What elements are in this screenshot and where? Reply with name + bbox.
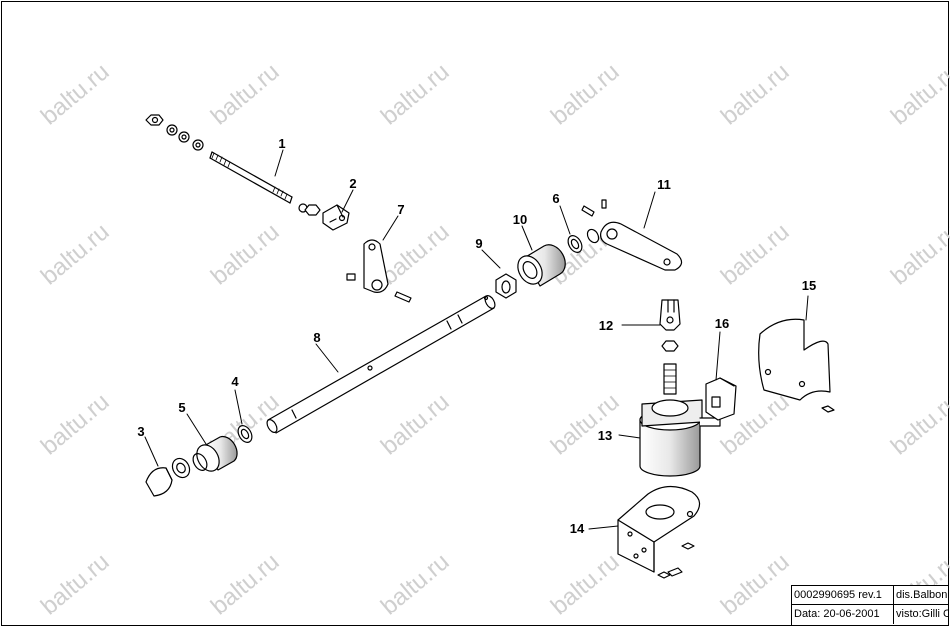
callout-10: 10	[513, 212, 527, 227]
callout-7: 7	[397, 202, 404, 217]
part-4-bearing	[237, 425, 253, 443]
part-10-sleeve	[517, 244, 566, 287]
checked-by: visto:Gilli C.	[896, 608, 948, 620]
leader-lines	[144, 149, 809, 530]
part-13-solenoid	[639, 363, 721, 477]
callout-1: 1	[278, 136, 285, 151]
watermark-text: baltu.ru	[886, 218, 950, 290]
part-16-connector	[705, 377, 737, 421]
part-15-cover	[758, 318, 835, 413]
watermark-text: baltu.ru	[546, 548, 625, 620]
watermark-text: baltu.ru	[546, 388, 625, 460]
watermark-text: baltu.ru	[36, 548, 115, 620]
part-5-bushing	[192, 435, 238, 472]
callout-2: 2	[349, 176, 356, 191]
watermark-text: baltu.ru	[206, 218, 285, 290]
part-2-clevis	[322, 204, 350, 231]
callout-12: 12	[599, 318, 613, 333]
callout-labels: 1 2 3 4 5 6 7 8 9 10 11 12 13 14 15 16	[137, 136, 816, 536]
watermark-text: baltu.ru	[36, 218, 115, 290]
callout-15: 15	[802, 278, 816, 293]
drawn-by: dis.Balboni	[894, 586, 948, 605]
part-6-washers	[567, 199, 607, 253]
callout-8: 8	[313, 330, 320, 345]
callout-11: 11	[657, 177, 671, 192]
watermark-text: baltu.ru	[546, 58, 625, 130]
part-2-nut	[298, 203, 321, 216]
callout-9: 9	[475, 236, 482, 251]
callout-3: 3	[137, 424, 144, 439]
title-block: 0002990695 rev.1 dis.Balboni Data: 20-06…	[791, 585, 949, 626]
watermark-text: baltu.ru	[376, 548, 455, 620]
drawing-number: 0002990695 rev.1	[792, 586, 894, 605]
part-8-shaft	[266, 295, 496, 434]
part-12-clevis	[659, 299, 681, 352]
watermark-text: baltu.ru	[886, 58, 950, 130]
watermark-text: baltu.ru	[886, 388, 950, 460]
callout-16: 16	[715, 316, 729, 331]
watermark-layer: baltu.ru baltu.ru baltu.ru baltu.ru baltu.ru…	[36, 58, 950, 620]
callout-5: 5	[178, 400, 185, 415]
watermark-text: baltu.ru	[206, 58, 285, 130]
watermark-text: baltu.ru	[376, 388, 455, 460]
part-14-bracket	[617, 485, 701, 579]
callout-4: 4	[231, 374, 239, 389]
watermark-text: baltu.ru	[36, 388, 115, 460]
watermark-text: baltu.ru	[376, 58, 455, 130]
part-7-lever	[346, 239, 412, 303]
callout-13: 13	[598, 428, 612, 443]
part-11-lever	[600, 221, 683, 271]
nut-washer-stack-top	[145, 114, 204, 151]
watermark-text: baltu.ru	[716, 58, 795, 130]
part-3-cap-nut	[145, 457, 191, 497]
watermark-text: baltu.ru	[206, 548, 285, 620]
callout-14: 14	[570, 521, 585, 536]
watermark-text: baltu.ru	[716, 218, 795, 290]
drawing-date: Data: 20-06-2001	[792, 605, 894, 624]
watermark-text: baltu.ru	[716, 548, 795, 620]
callout-6: 6	[552, 191, 559, 206]
part-1-threaded-rod	[209, 151, 293, 204]
watermark-text: baltu.ru	[36, 58, 115, 130]
part-9-nut	[495, 273, 517, 299]
